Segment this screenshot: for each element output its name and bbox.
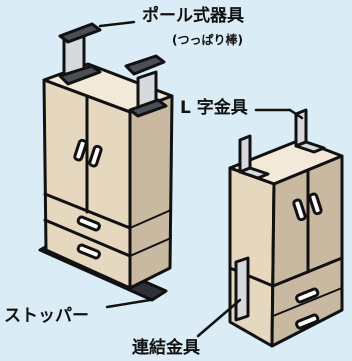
label-l-bracket: L 字金具 — [180, 98, 248, 118]
label-pole-fixture-note: (つっぱり棒) — [172, 33, 243, 47]
connector-bracket — [234, 256, 250, 322]
l-bracket-right — [294, 108, 326, 154]
left-cabinet — [38, 62, 174, 302]
label-stopper: ストッパー — [4, 306, 89, 326]
label-pole-fixture: ポール式器具 — [142, 6, 244, 26]
pole-fixture-left — [58, 22, 102, 86]
l-bracket-left — [238, 134, 270, 180]
leader-lines — [98, 20, 304, 338]
pole-fixture-right — [124, 54, 168, 118]
label-connector: 連結金具 — [132, 338, 200, 358]
